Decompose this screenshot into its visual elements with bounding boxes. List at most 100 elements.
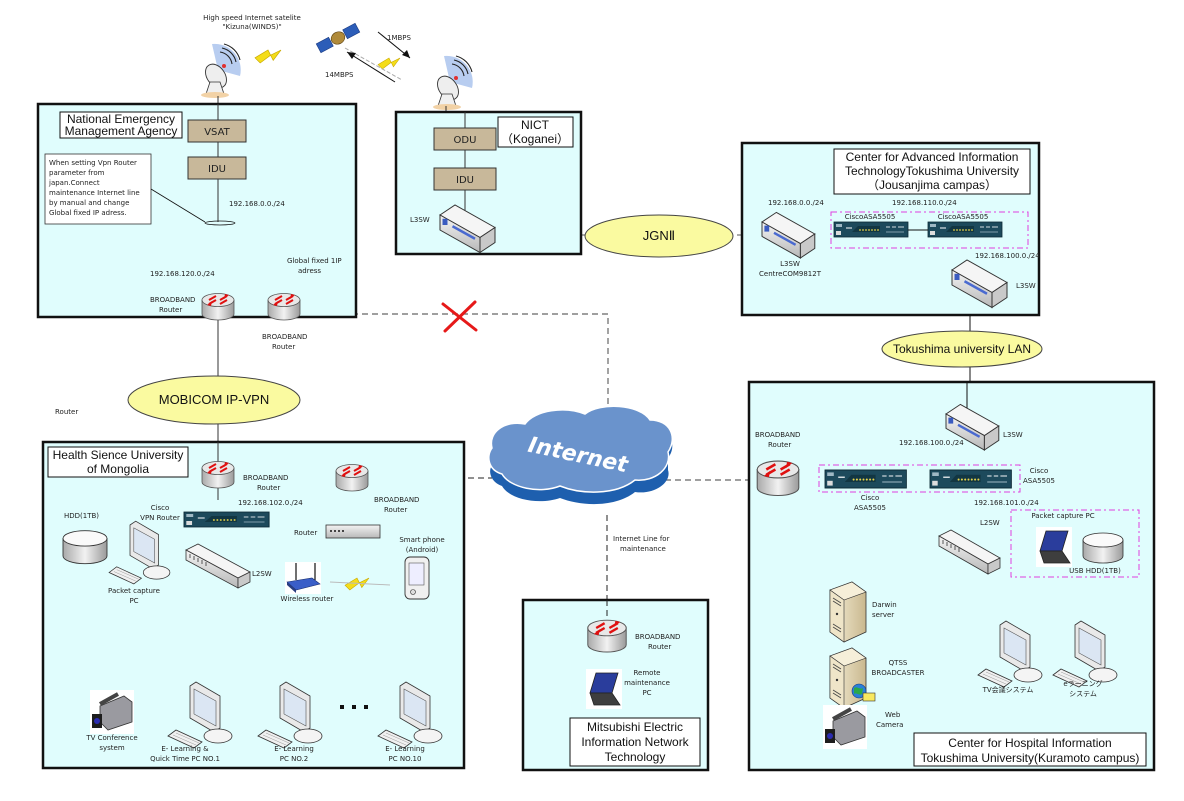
switch-right-label: L3SW [1016,282,1036,290]
pc10-label-line1: E- Learning [385,745,425,753]
site-nict: NICT （Koganei） ODU IDU L3SW [394,110,583,256]
subnet-mid: 192.168.110.0./24 [892,199,957,207]
satellite-dish-icon [200,43,242,99]
darwin-label-line2: server [872,611,894,619]
site-title-line2: TechnologyTokushima University [845,164,1019,178]
tv-system-label: TV会議システム [982,685,1034,694]
capture-pc-label-line2: PC [129,597,138,605]
globe-icon [851,683,876,702]
odu-label: ODU [454,135,477,146]
subnet-bottom: 192.168.101.0./24 [974,499,1039,507]
pc-label-line2: maintenance [624,679,670,687]
l2-switch-icon [938,529,1001,575]
router-label-line2: Router [648,643,671,651]
uplink-rate: 14MBPS [325,71,354,79]
pc1-label-line1: E- Learning & [161,745,209,753]
subnet-left: 192.168.0.0./24 [768,199,824,207]
pc2-label-line1: E- Learning [274,745,314,753]
satellite-link: High speed Internet satelite "Kizuna(WIN… [200,14,474,111]
laptop-icon [1035,526,1073,568]
network-tokushima-lan: Tokushima university LAN [881,330,1043,368]
smartphone-icon [404,556,430,600]
asa-left-label-line2: ASA5505 [854,504,886,512]
uplink-arrow [346,51,396,83]
wireless-bolt-icon [377,57,401,70]
subnet-top: 192.168.100.0./24 [899,439,964,447]
router-b-label-line1: BROADBAND [374,496,419,504]
asa-right-label-line1: Cisco [1030,467,1049,475]
odu-device [433,127,497,151]
blocked-link-icon [441,300,478,333]
laptop-icon [585,668,623,710]
pc-label-line3: PC [642,689,651,697]
l3sw-label: L3SW [1003,431,1023,439]
router1-label-line2: Router [159,306,182,314]
site-title-line1: NICT [521,118,550,132]
router-label-line1: BROADBAND [755,431,800,439]
config-note-text: When setting Vpn Router parameter from j… [48,159,140,217]
svg-text:parameter from: parameter from [49,169,105,177]
site-nema: National Emergency Management Agency VSA… [36,102,358,351]
satellite-icon [315,22,361,54]
router-b-label-line2: Router [384,506,407,514]
vpn-router-label-line2: VPN Router [140,514,180,522]
site-title-line2: （Koganei） [501,132,569,146]
idu-label: IDU [456,175,474,186]
satellite-label-line1: High speed Internet satelite [203,14,301,22]
downlink-rate: 1MBPS [387,34,412,42]
l2-switch-icon [185,543,251,589]
web-camera-icon [821,703,869,751]
idu-label: IDU [208,164,226,175]
hdd-icon [62,530,108,565]
webcam-label-line1: Web [885,711,901,719]
elearn-label-line1: eラーニング [1063,679,1102,688]
cisco-vpn-router-icon [183,511,270,528]
broadband-router-icon [755,459,801,497]
wireless-label: Wireless router [281,595,334,603]
router-main-label-line1: BROADBAND [243,474,288,482]
site-title-line1: Health Sience University [53,448,184,462]
switch-left-label-line2: CentreCOM9812T [759,270,822,278]
svg-text:JGNⅡ: JGNⅡ [643,228,675,243]
maintenance-line-label-line2: maintenance [620,545,666,553]
internet-cloud: Internet [488,405,673,505]
site-title-line3: Technology [605,750,666,764]
site-title-line1: Mitsubishi Electric [587,720,683,734]
subnet-label: 192.168.102.0./24 [238,499,303,507]
pc-label-line1: Remote [633,669,660,677]
satellite-label-line2: "Kizuna(WINDS)" [222,23,281,31]
site-mitsubishi: BROADBAND Router Remote maintenance PC M… [521,598,710,772]
ellipsis-dots [340,705,368,709]
subnet-top: 192.168.0.0./24 [229,200,285,208]
site-jousanjima: Center for Advanced Information Technolo… [740,141,1041,317]
satellite-dish-icon [432,55,474,111]
cisco-asa-icon [927,221,1003,238]
small-router-label: Router [294,529,317,537]
broadband-router-icon [267,292,301,321]
site-kuramoto: L3SW 192.168.100.0./24 BROADBAND Router … [747,380,1156,772]
vsat-label: VSAT [204,127,230,138]
broadband-router-icon [335,463,369,492]
asa1-label: CiscoASA5505 [845,213,896,221]
phone-label-line2: (Android) [406,546,439,554]
pc1-label-line2: Quick Time PC NO.1 [150,755,220,763]
config-note [44,153,152,225]
cisco-asa-icon [824,469,908,489]
global-ip-label-line1: Global fixed 1IP [287,257,342,265]
subnet-right: 192.168.100.0./24 [975,252,1040,260]
l2sw-label: L2SW [252,570,272,578]
router2-label-line2: Router [272,343,295,351]
svg-text:Tokushima university LAN: Tokushima university LAN [893,342,1031,356]
wireless-bolt-icon [254,49,282,64]
site-title-line2: of Mongolia [87,462,149,476]
wireless-router-icon [285,562,321,594]
asa-left-label-line1: Cisco [861,494,880,502]
svg-text:maintenance Internet line: maintenance Internet line [49,189,140,197]
global-ip-label-line2: adress [298,267,321,275]
svg-text:Global fixed IP adress.: Global fixed IP adress. [49,209,127,217]
usb-hdd-icon [1082,532,1124,564]
router-label-line2: Router [768,441,791,449]
asa2-label: CiscoASA5505 [938,213,989,221]
site-title-line1: Center for Hospital Information [948,736,1111,750]
